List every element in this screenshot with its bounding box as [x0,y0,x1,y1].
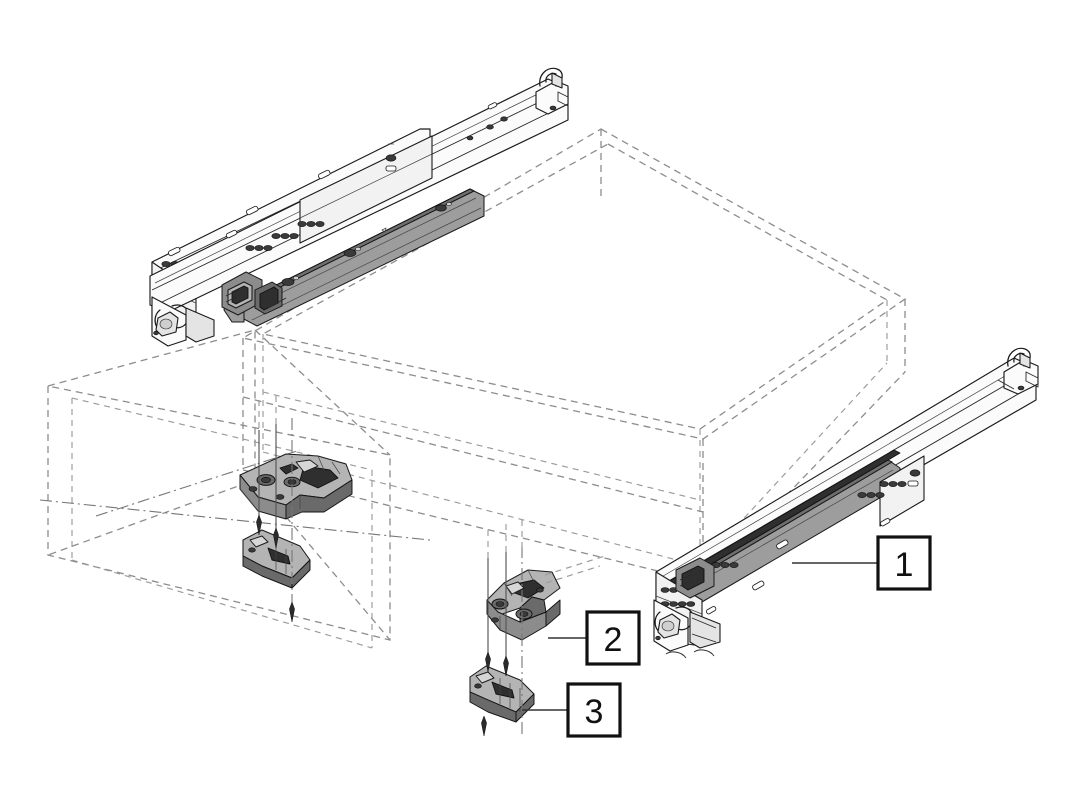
callout-2-box [585,610,641,666]
front-end-stop [151,296,215,347]
part-latch-right [469,665,535,723]
part-locking-device-left [239,453,353,520]
callout-1[interactable]: 1 [792,535,932,591]
drawer-front-panel-ghost [39,329,431,649]
part-locking-device-right [486,569,561,641]
assembly-axes-right [481,520,523,738]
callout-3[interactable]: 3 [522,682,622,738]
front-end-stop [653,599,721,659]
callout-3-box [566,682,622,738]
callout-1-label: 1 [895,546,914,584]
front-coupling-latch [675,557,715,599]
assembly-axes-left [256,396,295,623]
part-runner-right [653,347,1039,659]
callout-1-box [876,535,932,591]
rear-mounting-hook [997,347,1039,395]
callout-2[interactable]: 2 [548,610,641,666]
rear-mounting-hook [535,67,569,115]
locating-line [545,565,601,584]
callout-2-label: 2 [604,621,623,659]
front-coupling-latch [221,271,287,316]
part-latch-left [242,529,311,589]
callout-3-label: 3 [585,693,604,731]
part-runner-left [149,67,569,347]
